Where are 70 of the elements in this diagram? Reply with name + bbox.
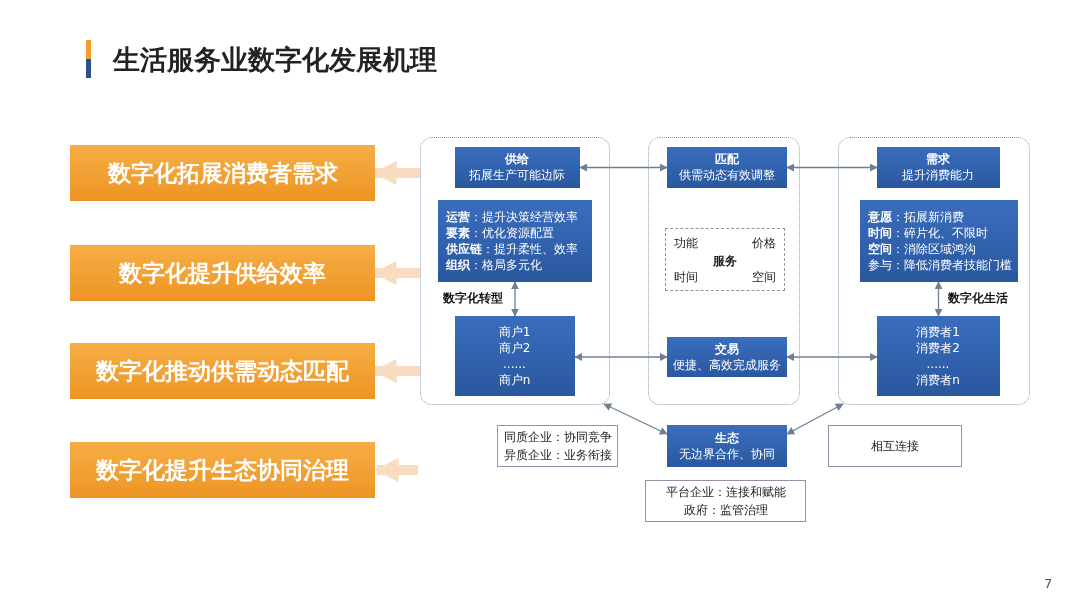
service-box	[664, 227, 785, 291]
arrow	[934, 281, 943, 317]
box-heading: 匹配	[714, 151, 739, 167]
box-heading: 服务	[711, 252, 738, 270]
box-text: 商户2	[498, 339, 531, 356]
note-box	[497, 425, 618, 467]
arrow	[579, 163, 668, 172]
box-text: 商户n	[498, 371, 531, 388]
block-arrow	[374, 458, 418, 482]
process-box	[454, 315, 575, 396]
box-text: 功能	[673, 234, 698, 252]
box-text: 拓展生产可能边际	[469, 167, 565, 183]
box-text: 消费者n	[916, 371, 960, 388]
banner-text: 数字化提升生态协同治理	[96, 455, 349, 485]
note-box	[645, 480, 806, 522]
page-number: 7	[1044, 576, 1053, 591]
box-text: 供需动态有效调整	[678, 167, 775, 183]
box-text: 政府：监管治理	[683, 502, 768, 519]
process-box	[437, 199, 592, 282]
box-text: 商户1	[498, 323, 531, 340]
box-text: 平台企业：连接和赋能	[665, 484, 786, 501]
box-text: 时间：碎片化、不限时	[867, 224, 988, 241]
process-box	[666, 336, 787, 377]
process-box	[454, 146, 580, 188]
arrow	[786, 163, 878, 172]
box-text: 无边界合作、协同	[679, 446, 775, 462]
banner-text: 数字化提升供给效率	[119, 258, 326, 288]
banner-text: 数字化拓展消费者需求	[107, 158, 338, 188]
box-text: ......	[503, 355, 526, 372]
box-text: 运营：提升决策经营效率	[445, 208, 578, 225]
arrow	[574, 353, 668, 361]
box-heading: 需求	[926, 151, 950, 167]
note-box	[828, 425, 962, 467]
process-box	[666, 146, 787, 188]
box-text: 时间	[673, 268, 698, 286]
box-text: 消费者1	[916, 323, 960, 340]
box-text: 意愿：拓展新消费	[867, 208, 964, 225]
process-box	[667, 425, 787, 467]
process-box	[876, 315, 1000, 396]
banner-box	[70, 442, 375, 498]
box-text: 消费者2	[916, 339, 960, 356]
box-text: 空间	[751, 268, 776, 286]
arrow	[603, 403, 668, 435]
box-text: ......	[926, 355, 950, 372]
box-text: 空间：消除区域鸿沟	[867, 240, 976, 257]
box-text: 同质企业：协同竞争	[503, 429, 612, 446]
box-text: 提升消费能力	[902, 167, 974, 183]
banner-text: 数字化推动供需动态匹配	[96, 356, 349, 386]
box-text: 价格	[751, 234, 776, 252]
edge-label: 数字化转型	[442, 290, 504, 307]
banner-box	[70, 245, 375, 301]
banner-box	[70, 343, 375, 399]
edge-label: 数字化生活	[946, 290, 1009, 307]
process-box	[859, 199, 1018, 282]
arrow	[786, 353, 878, 361]
box-text: 要素：优化资源配置	[445, 224, 554, 241]
banner-box	[70, 145, 375, 201]
box-heading: 供给	[505, 151, 529, 167]
arrow	[511, 281, 519, 317]
process-box	[876, 146, 1000, 188]
box-text: 异质企业：业务衔接	[503, 447, 612, 464]
box-heading: 交易	[714, 340, 739, 357]
box-text: 相互连接	[871, 438, 919, 455]
arrow	[786, 403, 844, 435]
box-text: 便捷、高效完成服务	[672, 356, 781, 373]
title: 生活服务业数字化发展机理	[113, 43, 437, 77]
box-heading: 生态	[715, 430, 739, 446]
box-text: 组织：格局多元化	[445, 256, 542, 273]
box-text: 参与：降低消费者技能门槛	[867, 256, 1012, 273]
box-text: 供应链：提升柔性、效率	[445, 240, 578, 257]
